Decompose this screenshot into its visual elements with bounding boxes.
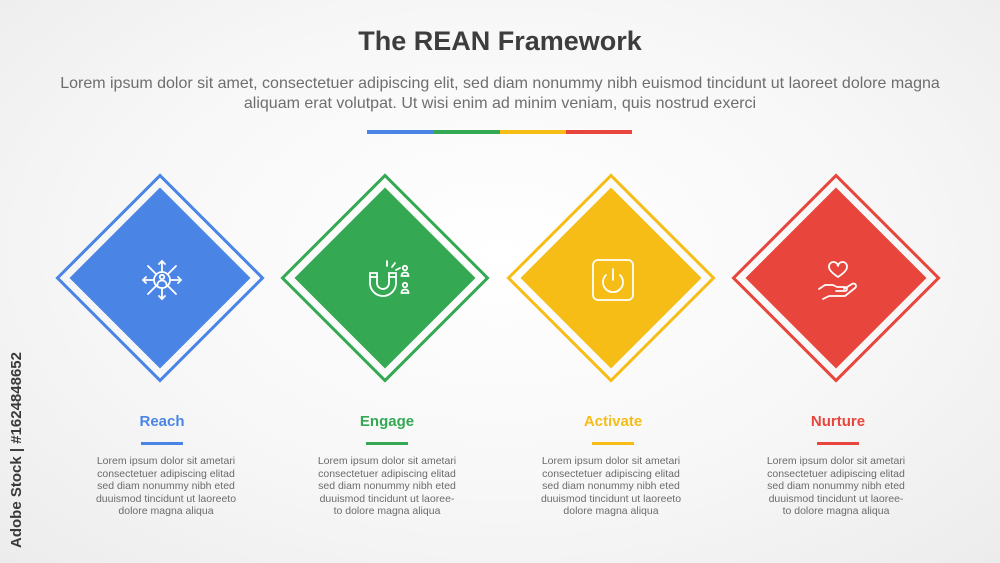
step-underline-reach bbox=[141, 442, 183, 445]
step-nurture-diamond bbox=[728, 170, 948, 390]
step-desc-nurture: Lorem ipsum dolor sit ametari consectetu… bbox=[766, 455, 906, 517]
magnet-people-icon bbox=[369, 260, 410, 297]
network-person-icon bbox=[141, 259, 183, 301]
accent-bar-green bbox=[434, 130, 500, 134]
step-underline-engage bbox=[366, 442, 408, 445]
step-desc-engage: Lorem ipsum dolor sit ametari consectetu… bbox=[317, 455, 457, 517]
step-label-nurture: Nurture bbox=[810, 413, 866, 430]
step-underline-nurture bbox=[817, 442, 859, 445]
step-desc-reach: Lorem ipsum dolor sit ametari consectetu… bbox=[95, 455, 237, 517]
step-label-engage: Engage bbox=[359, 413, 415, 430]
step-underline-activate bbox=[592, 442, 634, 445]
accent-bar-red bbox=[566, 130, 632, 134]
step-reach-diamond bbox=[52, 170, 272, 390]
watermark-text: Adobe Stock | #1624848652 bbox=[8, 352, 25, 548]
step-activate-diamond bbox=[503, 170, 723, 390]
step-desc-activate: Lorem ipsum dolor sit ametari consectetu… bbox=[540, 455, 682, 517]
page-subtitle: Lorem ipsum dolor sit amet, consectetuer… bbox=[60, 75, 940, 112]
power-button-icon bbox=[592, 259, 634, 301]
step-engage-diamond bbox=[277, 170, 497, 390]
page-title: The REAN Framework bbox=[358, 26, 642, 56]
step-label-activate: Activate bbox=[583, 413, 643, 430]
accent-bar-blue bbox=[367, 130, 434, 134]
step-label-reach: Reach bbox=[139, 413, 185, 430]
hand-heart-icon bbox=[818, 261, 857, 300]
accent-bar-yellow bbox=[500, 130, 566, 134]
